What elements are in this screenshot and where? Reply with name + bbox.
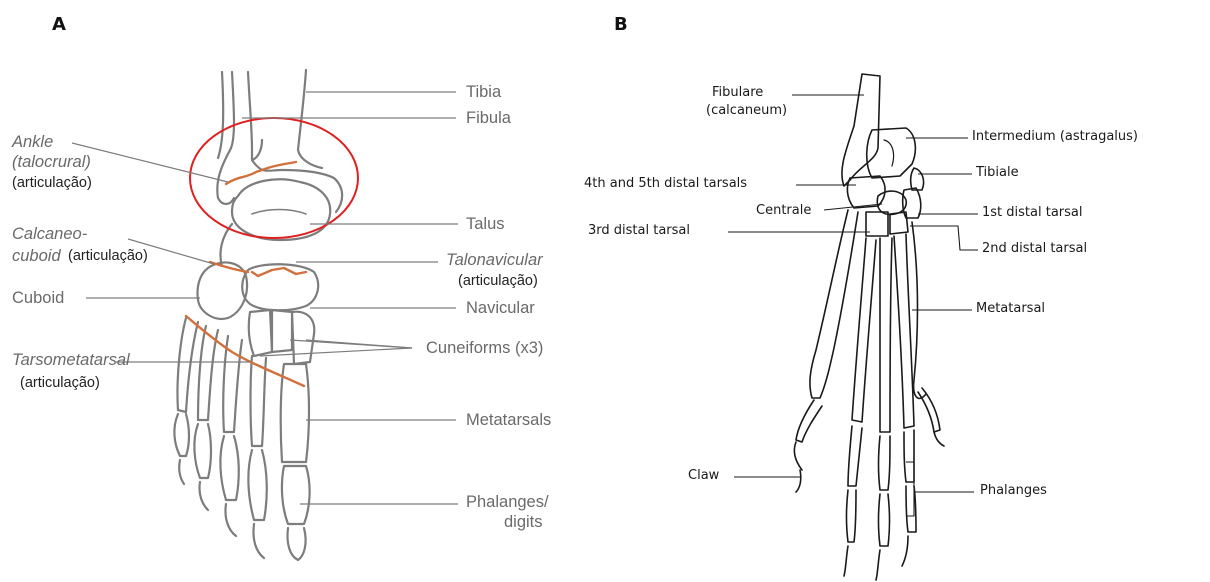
label-distal-45: 4th and 5th distal tarsals [584, 177, 747, 190]
label-phalanges: Phalanges/ [466, 494, 549, 511]
panel-label-a: A [52, 16, 66, 34]
cuneiform-bone [292, 312, 314, 364]
phalanx-bone [174, 414, 189, 456]
phalanx-bone [220, 436, 238, 500]
label-cuboid: Cuboid [12, 290, 64, 307]
label-tibia: Tibia [466, 84, 501, 101]
label-tibiale: Tibiale [976, 166, 1019, 179]
salamander-foot-diagram [600, 0, 1210, 582]
metatarsal-bone [177, 318, 198, 412]
label-calcaneo: Calcaneo- [12, 226, 87, 243]
metatarsal-bone [852, 238, 876, 422]
label-distal-1: 1st distal tarsal [982, 206, 1082, 219]
metatarsal-bone [223, 336, 242, 432]
cuneiform-bone [249, 310, 272, 356]
label-cuboid-sub: cuboid [12, 248, 61, 265]
label-navicular: Navicular [466, 300, 535, 317]
metatarsal-bone [894, 234, 914, 428]
label-tarsometatarsal-joint: (articulação) [20, 376, 100, 391]
label-ankle: Ankle [12, 134, 53, 151]
claw [796, 470, 801, 492]
leader-ankle [72, 143, 228, 182]
label-metatarsal: Metatarsal [976, 302, 1045, 315]
claw [844, 546, 848, 576]
label-distal-3: 3rd distal tarsal [588, 224, 690, 237]
label-talonavicular: Talonavicular [446, 252, 543, 269]
phalanx-bone [194, 424, 211, 478]
phalanx-bone [904, 430, 914, 482]
label-claw: Claw [688, 469, 719, 482]
label-digits: digits [504, 514, 543, 531]
cuneiform-bone [272, 310, 292, 352]
label-distal-2: 2nd distal tarsal [982, 242, 1087, 255]
claw [902, 536, 908, 566]
label-phalanges-b: Phalanges [980, 484, 1047, 497]
label-talus: Talus [466, 216, 505, 233]
label-calcaneum: (calcaneum) [706, 104, 787, 117]
phalanx-bone [248, 450, 266, 520]
label-fibula: Fibula [466, 110, 511, 127]
leader-cuneiforms-3 [306, 340, 412, 348]
phalanx-bone [848, 426, 862, 486]
metatarsal-bone [880, 238, 892, 432]
label-centrale: Centrale [756, 204, 811, 217]
metatarsal-bone [251, 356, 267, 446]
leader-distal2 [910, 226, 978, 250]
metatarsal-bone [810, 210, 858, 398]
tibia-bone [248, 72, 262, 160]
phalanx-bone [282, 466, 310, 524]
label-intermedium: Intermedium (astragalus) [972, 130, 1138, 143]
label-cuneiforms: Cuneiforms (x3) [426, 340, 543, 357]
label-tarsometatarsal: Tarsometatarsal [12, 352, 130, 369]
tibiale-bone [911, 168, 924, 190]
panel-label-b: B [614, 16, 628, 34]
label-ankle-joint: (articulação) [12, 176, 92, 191]
phalanx-bone [796, 400, 822, 442]
label-ankle-sub: (talocrural) [12, 154, 91, 171]
talonavicular-joint-line [252, 268, 306, 276]
label-calcaneo-joint: (articulação) [68, 249, 148, 264]
intermedium-bone [867, 128, 916, 178]
label-talonavicular-joint: (articulação) [458, 274, 538, 289]
label-fibulare: Fibulare [712, 86, 763, 99]
phalanx-bone [879, 436, 891, 490]
claw [876, 550, 880, 580]
label-metatarsals: Metatarsals [466, 412, 551, 429]
phalanx-bone [918, 388, 940, 432]
distal-tarsal-bone [847, 176, 885, 208]
